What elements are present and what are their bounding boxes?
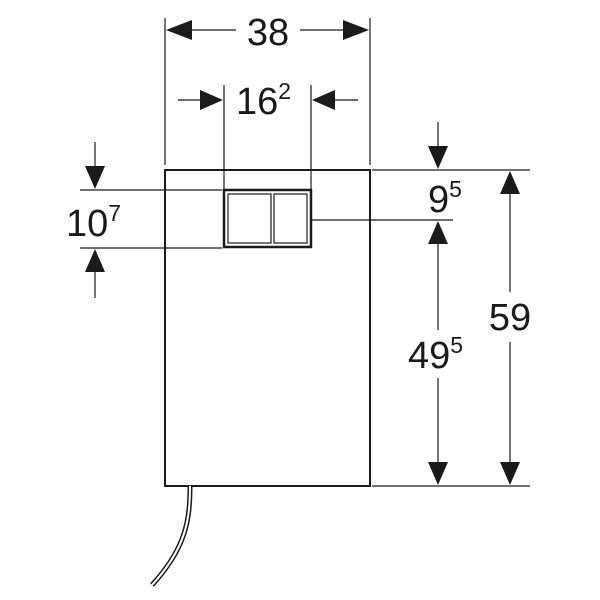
arrow-9-top [428,146,448,169]
label-plate-height-sup: 7 [108,200,121,226]
label-width-38: 38 [247,12,289,54]
flush-plate [222,188,313,249]
arrow-10-top [85,166,105,189]
cistern-body [164,169,371,487]
arrow-10-bottom [85,249,105,272]
label-height-59: 59 [489,297,531,339]
label-plate-height-main: 10 [66,203,108,245]
arrow-38-right [343,20,369,40]
arrow-59-bottom [500,462,520,485]
label-top-offset-main: 9 [428,179,449,221]
label-top-offset: 95 [428,176,462,221]
label-top-offset-sup: 5 [449,176,462,202]
arrow-59-top [500,171,520,194]
label-bottom-offset-main: 49 [408,335,450,377]
label-plate-width-sup: 2 [278,78,291,104]
label-plate-height: 107 [66,200,121,245]
label-bottom-offset-sup: 5 [450,332,463,358]
arrow-49-top [428,221,448,244]
arrow-49-bottom [428,462,448,485]
flush-button-left [227,193,272,244]
arrow-16-left [200,90,223,110]
label-plate-width-main: 16 [236,81,278,123]
flush-button-right [273,193,308,244]
arrow-16-right [312,90,335,110]
arrow-38-left [166,20,192,40]
label-plate-width: 162 [236,78,291,123]
label-bottom-offset: 495 [408,332,463,377]
supply-cable-inner [151,485,191,586]
